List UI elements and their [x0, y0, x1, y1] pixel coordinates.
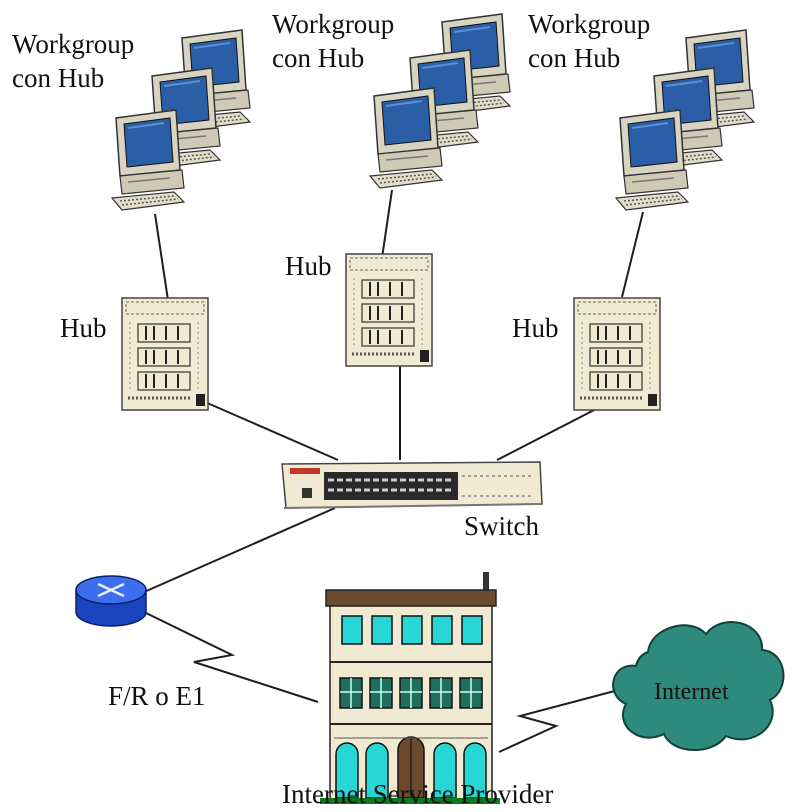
router-icon — [75, 575, 147, 627]
switch-icon — [281, 461, 543, 509]
computer-icon — [615, 109, 689, 211]
line-pc1-hub1 — [154, 213, 169, 301]
hub-icon — [572, 296, 662, 412]
workgroup-3-label-line1: Workgroup — [528, 9, 651, 39]
connection-lines — [134, 189, 644, 753]
link-router-isp — [143, 611, 319, 703]
workgroup-3-computers — [615, 29, 755, 211]
line-pc3-hub3 — [621, 211, 644, 298]
hub-3-label: Hub — [512, 313, 559, 343]
hub-icon — [344, 252, 434, 368]
link-isp-internet — [498, 687, 627, 753]
internet-label: Internet — [654, 679, 729, 705]
line-hub1-switch — [204, 401, 339, 461]
line-hub3-switch — [496, 407, 599, 461]
link-label: F/R o E1 — [108, 681, 206, 711]
workgroup-3-label-line2: con Hub — [528, 43, 621, 73]
workgroup-2-label-line2: con Hub — [272, 43, 365, 73]
line-pc2-hub2 — [381, 189, 393, 259]
switch-label: Switch — [464, 511, 540, 541]
isp-label: Internet Service Provider — [282, 779, 554, 809]
cloud-icon — [612, 621, 785, 751]
computer-icon — [111, 109, 185, 211]
workgroup-2-computers — [369, 13, 511, 189]
hub-1-label: Hub — [60, 313, 107, 343]
workgroup-1-label-line1: Workgroup — [12, 29, 135, 59]
building-icon — [320, 572, 500, 804]
computer-icon — [369, 87, 443, 189]
line-switch-router — [134, 507, 336, 597]
workgroup-2-label-line1: Workgroup — [272, 9, 395, 39]
hub-icon — [120, 296, 210, 412]
hub-2-label: Hub — [285, 251, 332, 281]
workgroup-1-label-line2: con Hub — [12, 63, 105, 93]
